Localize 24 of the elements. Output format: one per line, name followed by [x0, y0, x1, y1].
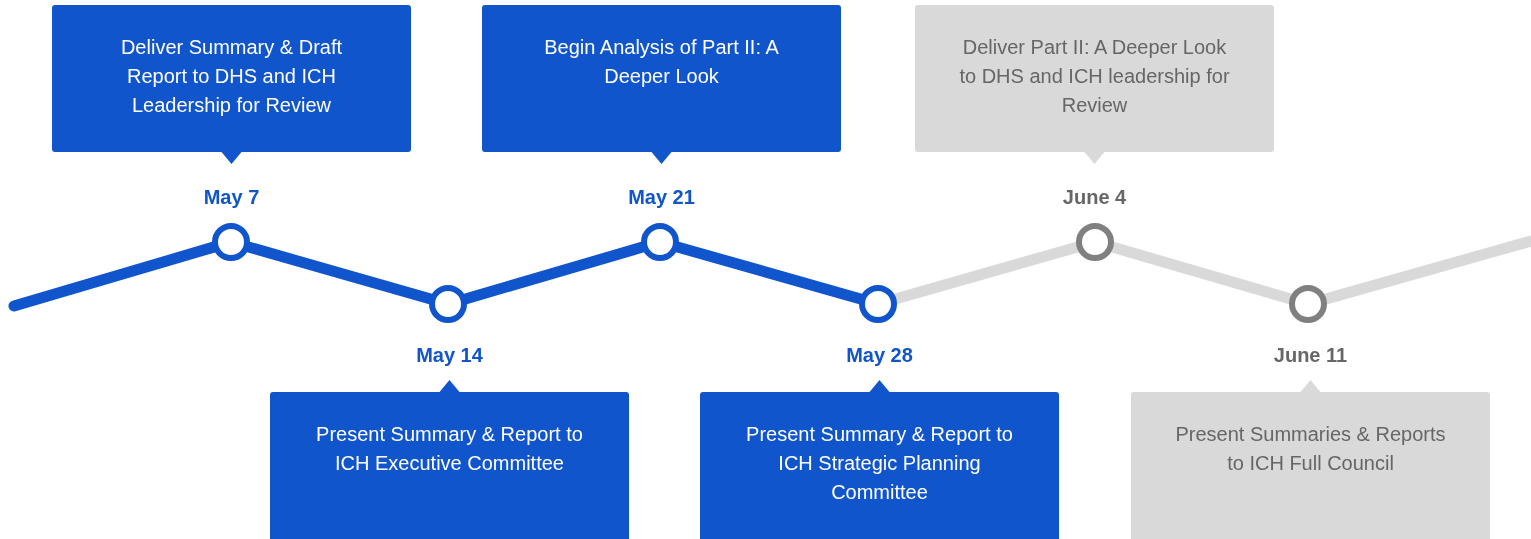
- callout-text: Deliver Summary & Draft Report to DHS and ICH Leadership for Review: [119, 35, 344, 118]
- callout-box: [700, 380, 1059, 539]
- callout-box: [52, 5, 411, 164]
- milestone-circle: [1074, 221, 1116, 263]
- date-label: May 28: [846, 344, 913, 367]
- callout-text: Present Summary & Report to ICH Executive Committee: [315, 422, 584, 476]
- callout-text: Present Summary & Report to ICH Strategic Planning Committee: [745, 422, 1014, 505]
- date-label: May 21: [628, 186, 695, 209]
- callout-box: [1131, 380, 1490, 539]
- callout-text: Begin Analysis of Part II: A Deeper Look: [543, 35, 780, 89]
- callout-box: [915, 5, 1274, 164]
- date-label: May 14: [416, 344, 483, 367]
- milestone-circle: [427, 283, 469, 325]
- callout-text: Deliver Part II: A Deeper Look to DHS and ICH leadership for Review: [958, 35, 1231, 118]
- callout-box: [270, 380, 629, 539]
- callout-box: [482, 5, 841, 164]
- date-label: May 7: [203, 186, 260, 209]
- callout-text: Present Summaries & Reports to ICH Full Council: [1174, 422, 1447, 476]
- milestone-circle: [210, 221, 252, 263]
- date-label: June 11: [1273, 344, 1348, 367]
- milestone-circle: [1287, 283, 1329, 325]
- date-label: June 4: [1062, 186, 1127, 209]
- milestone-circle: [857, 283, 899, 325]
- milestone-circle: [639, 221, 681, 263]
